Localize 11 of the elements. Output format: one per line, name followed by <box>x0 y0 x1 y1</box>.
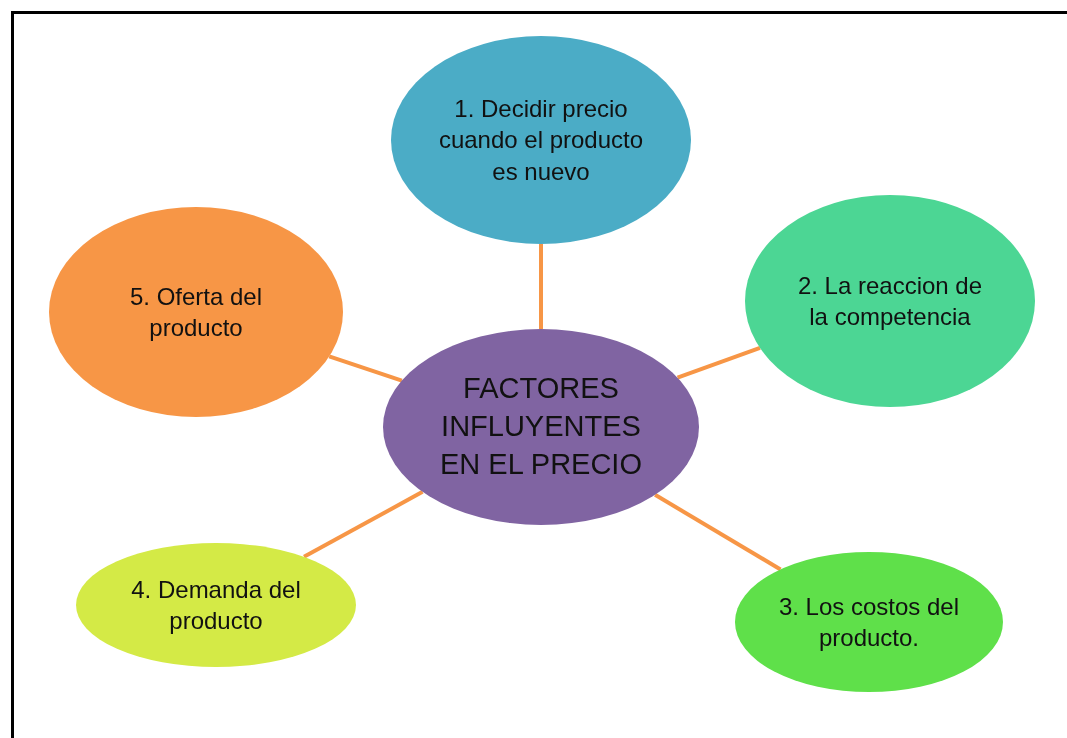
connector-line <box>303 490 424 559</box>
node-label: 1. Decidir precio cuando el producto es nuevo <box>437 94 645 187</box>
connector-line <box>539 244 543 329</box>
node-label: FACTORES INFLUYENTES EN EL PRECIO <box>439 371 643 482</box>
node-label: 4. Demanda del producto <box>130 574 302 636</box>
node-label: 3. Los costos del producto. <box>777 591 961 653</box>
connector-line <box>676 346 761 380</box>
connector-line <box>328 354 403 383</box>
connector-line <box>654 493 782 572</box>
node-label: 5. Oferta del producto <box>128 281 264 343</box>
node-label: 2. La reaccion de la competencia <box>796 270 984 332</box>
